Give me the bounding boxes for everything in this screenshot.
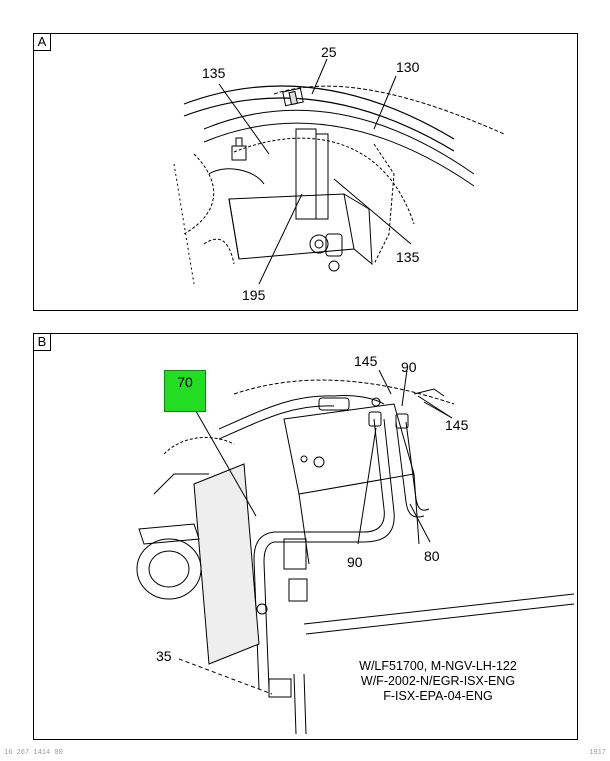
callout-80: 80	[424, 548, 440, 564]
detail-panel-a: A	[33, 33, 578, 311]
callout-90-top: 90	[401, 359, 417, 375]
callout-35: 35	[156, 648, 172, 664]
callout-145-right: 145	[445, 417, 469, 433]
note-line-2: W/F-2002-N/EGR-ISX-ENG	[360, 674, 516, 688]
callout-195: 195	[242, 287, 266, 303]
footer-right-code: 1917	[589, 749, 606, 757]
detail-panel-b: B	[33, 333, 578, 740]
callout-90-bottom: 90	[347, 554, 363, 570]
footer-left-code: 16 267 1414 00	[4, 749, 63, 757]
part-70-label: 70	[177, 374, 193, 390]
panel-b-tag: B	[34, 334, 51, 351]
panel-b-drawing: 145 90 145 90 80 35	[136, 353, 575, 735]
callout-25: 25	[321, 44, 337, 60]
panel-a-drawing: 135 25 130 135 195	[173, 44, 505, 303]
panel-a-tag: A	[34, 34, 51, 51]
callout-130: 130	[396, 59, 420, 75]
applicability-note: W/LF51700, M-NGV-LH-122 W/F-2002-N/EGR-I…	[313, 659, 563, 704]
callout-145-top: 145	[354, 353, 378, 369]
part-70-hotspot[interactable]: 70	[164, 370, 206, 412]
note-line-3: F-ISX-EPA-04-ENG	[383, 689, 493, 703]
note-line-1: W/LF51700, M-NGV-LH-122	[359, 659, 517, 673]
callout-135-top: 135	[202, 65, 226, 81]
callout-135-bottom: 135	[396, 249, 420, 265]
